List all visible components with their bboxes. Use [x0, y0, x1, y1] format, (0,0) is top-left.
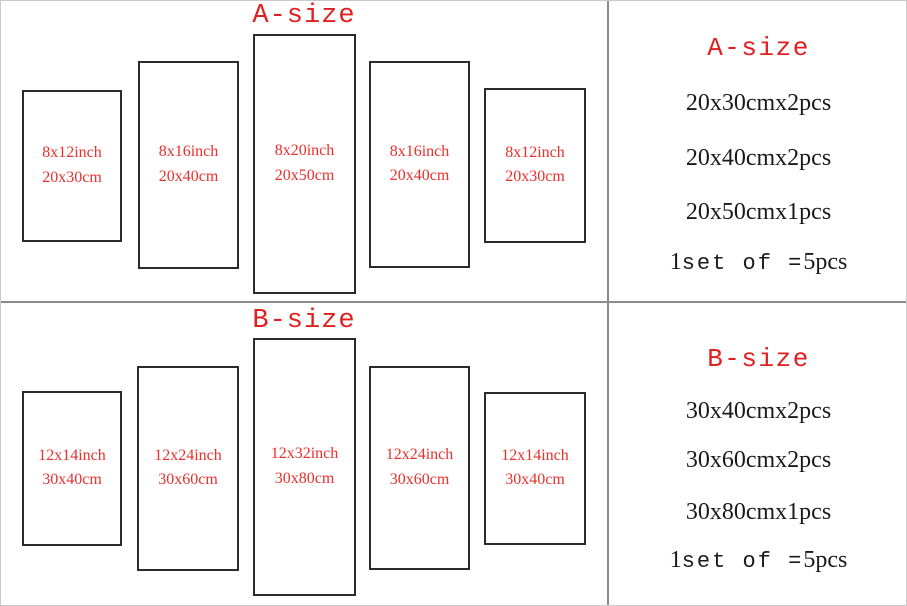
section-b-info-line-3: 30x80cmx1pcs [685, 499, 832, 525]
panel-a-4-inch: 8x16inch [389, 142, 450, 160]
panel-a-1-cm: 20x30cm [42, 169, 102, 186]
panel-b-5-labels: 12x14inch 30x40cm [501, 444, 569, 494]
panel-a-3-inch: 8x20inch [274, 142, 335, 160]
section-b-total-tail: 5pcs [803, 547, 848, 573]
panel-a-4: 8x16inch 20x40cm [369, 61, 470, 268]
panel-a-5-cm: 20x30cm [505, 168, 565, 186]
panel-b-5-cm: 30x40cm [505, 471, 565, 489]
section-a-total-middle: set of = [681, 251, 804, 276]
panel-a-2-labels: 8x16inch 20x40cm [159, 140, 219, 190]
section-b-info: B-size 30x40cmx2pcs 30x60cmx2pcs 30x80cm… [609, 302, 906, 605]
panel-b-4-cm: 30x60cm [389, 471, 450, 488]
panel-b-1-labels: 12x14inch 30x40cm [38, 444, 106, 494]
section-divider-vertical-bottom [607, 302, 609, 605]
panel-a-5: 8x12inch 20x30cm [484, 88, 586, 243]
panel-b-5: 12x14inch 30x40cm [484, 392, 586, 545]
panel-b-3: 12x32inch 30x80cm [253, 338, 356, 596]
panel-b-1-inch: 12x14inch [38, 446, 106, 464]
panel-a-1: 8x12inch 20x30cm [22, 90, 122, 242]
panel-b-4-inch: 12x24inch [385, 446, 454, 464]
section-a-info-title: A-size [707, 33, 810, 63]
section-b-title: B-size [252, 306, 356, 336]
panel-b-5-inch: 12x14inch [501, 446, 569, 464]
panel-b-1: 12x14inch 30x40cm [22, 391, 122, 546]
panel-a-3-cm: 20x50cm [274, 167, 335, 184]
section-b-total-middle: set of = [681, 549, 804, 574]
panel-a-4-labels: 8x16inch 20x40cm [390, 140, 450, 190]
panel-b-4-labels: 12x24inch 30x60cm [386, 443, 454, 493]
panel-a-1-inch: 8x12inch [42, 144, 102, 162]
panel-a-3: 8x20inch 20x50cm [253, 34, 356, 294]
section-a-title: A-size [252, 1, 356, 31]
section-a-info-total: 1set of =5pcs [609, 249, 906, 276]
section-a-info-line-1: 20x30cmx2pcs [685, 90, 832, 116]
section-b-info-line-2: 30x60cmx2pcs [685, 447, 832, 473]
section-a-info-line-3: 20x50cmx1pcs [685, 199, 832, 225]
section-b-info-total: 1set of =5pcs [609, 547, 906, 574]
section-b-info-line-1: 30x40cmx2pcs [685, 398, 832, 424]
panel-b-3-inch: 12x32inch [270, 445, 339, 463]
section-a-info-line-2: 20x40cmx2pcs [685, 145, 832, 171]
panel-b-3-cm: 30x80cm [274, 470, 335, 487]
panel-a-5-labels: 8x12inch 20x30cm [505, 141, 565, 191]
panel-b-2-cm: 30x60cm [158, 471, 218, 489]
panel-a-2-inch: 8x16inch [158, 143, 219, 161]
panel-a-4-cm: 20x40cm [389, 167, 450, 185]
panel-a-2-cm: 20x40cm [158, 168, 219, 185]
section-a-total-tail: 5pcs [803, 249, 848, 275]
panel-a-2: 8x16inch 20x40cm [138, 61, 239, 269]
panel-a-3-labels: 8x20inch 20x50cm [275, 139, 335, 189]
panel-a-1-labels: 8x12inch 20x30cm [42, 141, 102, 191]
section-a-total-count: 1 [669, 249, 682, 275]
panel-a-5-inch: 8x12inch [505, 143, 565, 161]
panel-b-3-labels: 12x32inch 30x80cm [271, 442, 339, 492]
panel-b-2: 12x24inch 30x60cm [137, 366, 239, 571]
section-a-info: A-size 20x30cmx2pcs 20x40cmx2pcs 20x50cm… [609, 1, 906, 301]
section-divider-vertical-top [607, 1, 609, 302]
panel-b-2-inch: 12x24inch [154, 446, 222, 464]
panel-b-1-cm: 30x40cm [42, 471, 102, 489]
section-b-info-title: B-size [707, 344, 810, 374]
section-b-total-count: 1 [669, 547, 682, 573]
panel-b-2-labels: 12x24inch 30x60cm [154, 444, 222, 494]
panel-b-4: 12x24inch 30x60cm [369, 366, 470, 570]
section-divider-horizontal [1, 301, 906, 303]
